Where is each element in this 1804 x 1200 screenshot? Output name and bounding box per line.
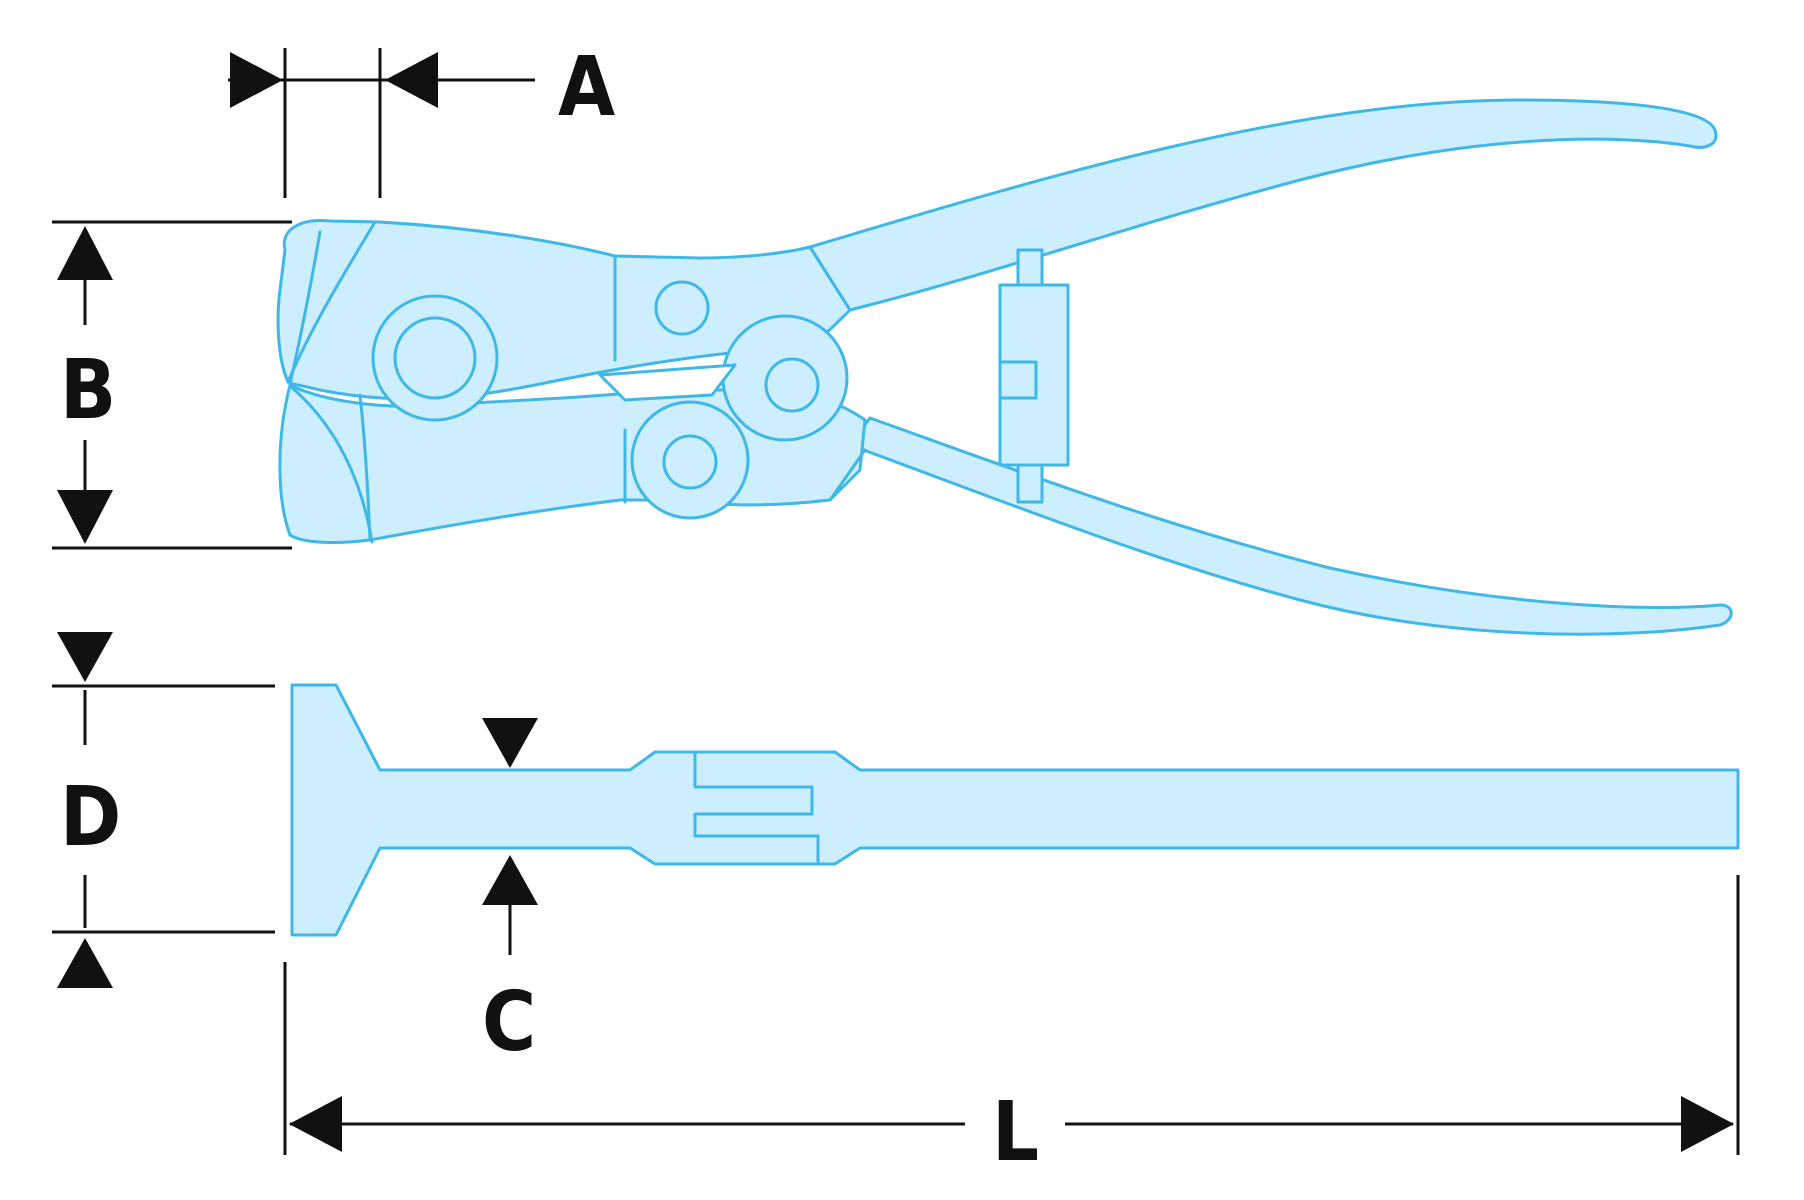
dimension-a: A [228,40,615,198]
upper-jaw-bevel [288,230,322,386]
dim-d-label: D [60,770,121,865]
dimension-d: D [52,632,275,988]
dim-a-label: A [558,40,615,135]
dim-b-label: B [60,343,116,438]
main-rivet-outer [371,294,499,422]
dim-l-arrow-left [289,1096,342,1152]
dimension-c: C [482,718,538,1070]
dim-b-arrow-up [57,226,113,280]
pliers-side-view [290,683,1740,937]
dim-l-label: L [992,1085,1039,1180]
upper-pivot-hole [654,280,710,336]
lower-handle [848,416,1733,636]
upper-handle [798,98,1718,312]
dim-c-label: C [482,975,536,1070]
dim-d-arrow-up [57,938,113,988]
dimension-b: B [52,220,292,550]
lower-jaw-edge [288,384,374,544]
side-view-body [290,683,1740,937]
upper-jaw-edge [286,220,377,384]
lower-pivot-lug [630,400,750,520]
dim-c-arrow-up [482,855,538,905]
jaw-gap-slot [598,363,737,402]
lower-jaw-bevel [358,393,372,542]
dim-a-arrow-right [385,52,438,108]
center-pivot-hole [764,357,820,413]
dim-c-arrow-down [482,718,538,768]
pliers-top-view [276,98,1733,636]
dim-l-arrow-right [1681,1096,1734,1152]
upper-handle-seam [808,245,852,312]
lower-pivot-hole [662,434,718,490]
spring-housing [998,283,1070,467]
side-view-hinge-fork [693,750,820,866]
spring-rod-bottom [1016,460,1044,504]
dim-b-arrow-down [57,490,113,544]
main-rivet-inner [393,316,477,400]
spring-housing-slot [998,360,1038,400]
upper-pivot-lug [721,314,849,442]
dim-d-arrow-down [57,632,113,682]
dim-a-arrow-left [230,52,283,108]
dimension-l: L [283,875,1740,1180]
lower-handle-seam [828,448,867,502]
